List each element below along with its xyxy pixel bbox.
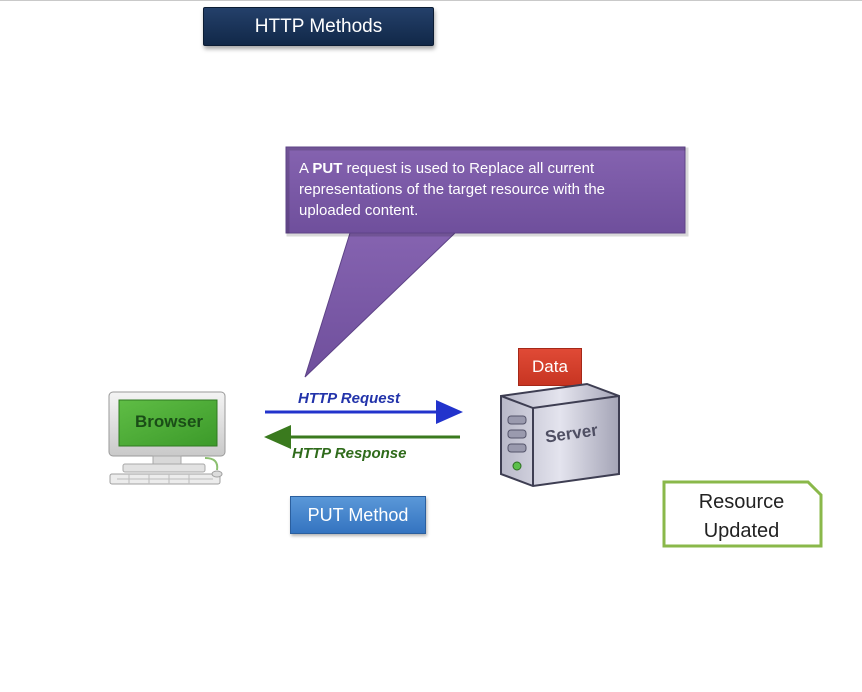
request-response-arrows xyxy=(264,400,463,449)
server-icon xyxy=(500,382,620,488)
result-line-1: Resource xyxy=(698,491,785,513)
result-line-2: Updated xyxy=(703,520,780,542)
browser-label: Browser xyxy=(134,412,204,431)
result-box xyxy=(662,480,823,548)
callout-keyword: PUT xyxy=(312,160,343,177)
data-badge: Data xyxy=(518,348,582,386)
response-label: HTTP Response xyxy=(292,445,407,462)
top-divider xyxy=(0,0,862,1)
browser-computer-icon xyxy=(108,391,226,485)
request-label: HTTP Request xyxy=(298,390,400,407)
page-title: HTTP Methods xyxy=(203,7,434,46)
result-text: Resource Updated xyxy=(664,488,819,546)
callout-text: A PUT request is used to Replace all cur… xyxy=(299,160,606,219)
put-method-label: PUT Method xyxy=(290,496,426,534)
